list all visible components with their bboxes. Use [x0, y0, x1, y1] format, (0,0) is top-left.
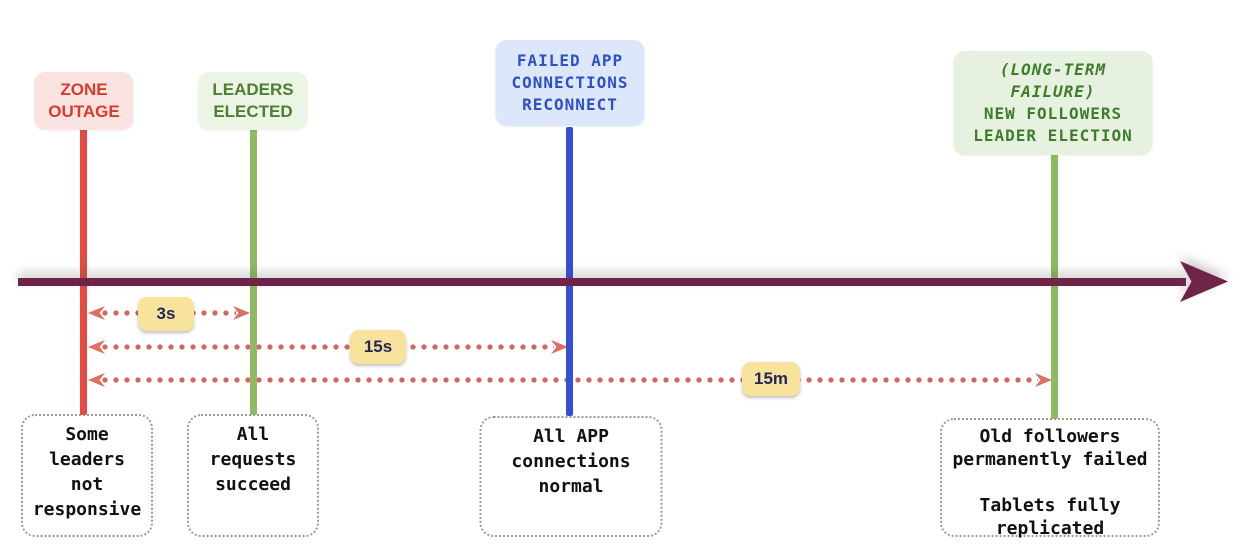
- duration-arrow-15s: [88, 340, 568, 354]
- dotted-line: [102, 344, 554, 350]
- event-label-failed-app-reconnect: FAILED APP CONNECTIONS RECONNECT: [495, 40, 645, 127]
- event-detail-leaders-elected: All requests succeed: [187, 414, 319, 537]
- duration-badge-15m: 15m: [742, 362, 801, 396]
- timeline-axis-bar: [18, 278, 1186, 286]
- timeline-arrowhead-icon: [1180, 261, 1228, 302]
- event-line-new-followers-election: [1051, 129, 1058, 419]
- event-label-leaders-elected: LEADERS ELECTED: [198, 72, 308, 131]
- event-detail-zone-outage: Some leaders not responsive: [21, 414, 153, 537]
- long-term-failure-note: (LONG-TERM FAILURE): [999, 60, 1107, 102]
- event-label-zone-outage: ZONE OUTAGE: [34, 72, 134, 131]
- event-line-failed-app-reconnect: [566, 127, 573, 416]
- event-detail-new-followers-election: Old followers permanently failed Tablets…: [940, 418, 1160, 539]
- event-detail-failed-app-reconnect: All APP connections normal: [479, 416, 663, 537]
- event-line-zone-outage: [80, 126, 87, 415]
- duration-badge-3s: 3s: [138, 297, 194, 331]
- duration-badge-15s: 15s: [350, 330, 406, 364]
- event-label-new-followers-election: (LONG-TERM FAILURE) NEW FOLLOWERS LEADER…: [953, 51, 1153, 156]
- new-followers-title: NEW FOLLOWERS LEADER ELECTION: [973, 104, 1133, 146]
- event-line-leaders-elected: [250, 128, 257, 415]
